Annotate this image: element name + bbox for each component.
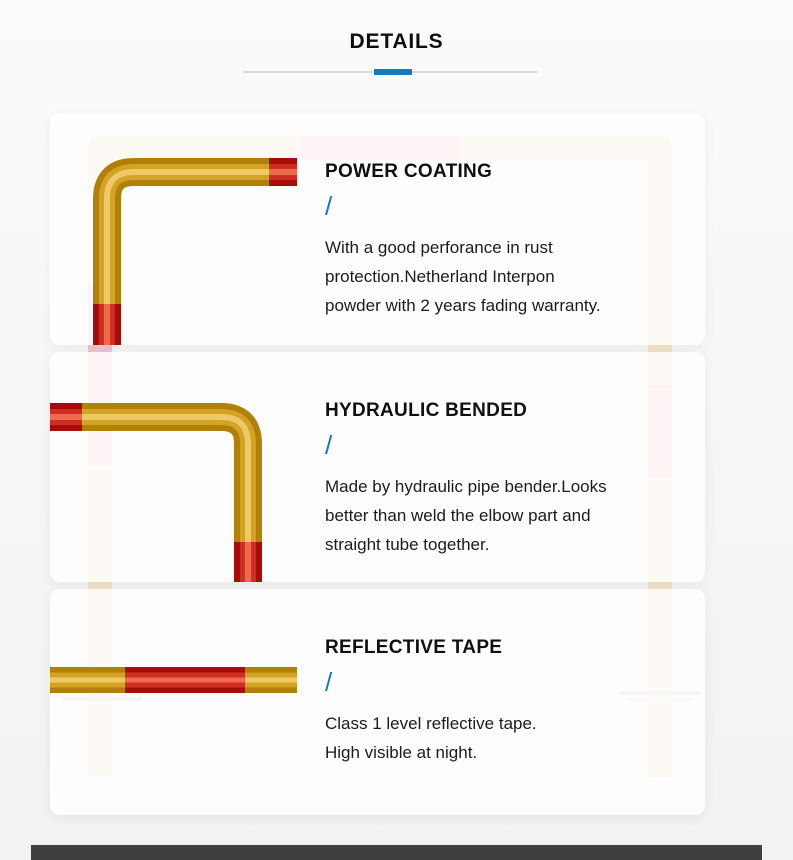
- card-text-block: POWER COATING / With a good perforance i…: [325, 161, 705, 321]
- card-text-block: HYDRAULIC BENDED / Made by hydraulic pip…: [325, 400, 705, 560]
- section-header: DETAILS: [0, 30, 793, 54]
- slash-divider-icon: /: [325, 191, 333, 221]
- pipe-elbow-graphic-top-right: [50, 403, 262, 582]
- page-title: DETAILS: [349, 30, 444, 53]
- card-heading: HYDRAULIC BENDED: [325, 400, 528, 421]
- detail-card-power-coating: POWER COATING / With a good perforance i…: [50, 113, 705, 345]
- slash-divider-icon: /: [325, 430, 333, 460]
- detail-card-hydraulic-bended: HYDRAULIC BENDED / Made by hydraulic pip…: [50, 352, 705, 582]
- card-heading: POWER COATING: [325, 161, 493, 182]
- footer-strip: [31, 845, 762, 860]
- card-body-text: Class 1 level reflective tape. High visi…: [325, 714, 537, 762]
- title-underline-accent: [374, 69, 412, 75]
- card-body-text: With a good perforance in rust protectio…: [325, 238, 601, 315]
- pipe-straight-graphic: [50, 667, 297, 693]
- card-heading: REFLECTIVE TAPE: [325, 637, 503, 658]
- pipe-elbow-graphic-top-left: [93, 158, 297, 345]
- detail-card-reflective-tape: REFLECTIVE TAPE / Class 1 level reflecti…: [50, 589, 705, 815]
- card-body-text: Made by hydraulic pipe bender.Looks bett…: [325, 477, 607, 554]
- slash-divider-icon: /: [325, 667, 333, 697]
- card-text-block: REFLECTIVE TAPE / Class 1 level reflecti…: [325, 637, 705, 768]
